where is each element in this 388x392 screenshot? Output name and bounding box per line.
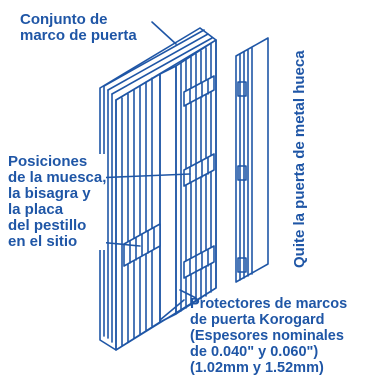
notch-hinge-top — [183, 75, 215, 107]
protectors-line-4: de 0.040" y 0.060") — [190, 344, 319, 360]
protectors-line-1: Protectores de marcos — [190, 296, 348, 312]
frame-assembly-line-2: marco de puerta — [20, 27, 137, 44]
leader-frame — [151, 21, 177, 45]
protectors-line-3: (Espesores nominales — [190, 328, 344, 344]
notch-line-5: del pestillo — [8, 217, 87, 234]
left-jamb — [115, 65, 177, 351]
notch-line-2: de la muesca, — [8, 169, 107, 186]
protectors-line-5: (1.02mm y 1.52mm) — [190, 360, 324, 376]
notch-line-4: la placa — [8, 201, 64, 218]
protectors-line-2: de puerta Korogard — [190, 312, 325, 328]
notch-line-6: en el sitio — [8, 233, 78, 250]
leader-protector — [179, 289, 197, 299]
notch-line-1: Posiciones — [8, 153, 88, 170]
frame-assembly-label: Conjunto de marco de puerta — [20, 12, 137, 44]
frame-assembly-line-1: Conjunto de — [20, 11, 108, 28]
notch-strike-plate — [123, 223, 161, 267]
notch-positions-label: Posiciones de la muesca, la bisagra y la… — [8, 153, 107, 250]
notch-hinge-middle — [183, 153, 215, 187]
leader-protector-2 — [159, 299, 185, 321]
leader-notch-top — [93, 173, 191, 179]
notch-line-3: la bisagra y — [8, 185, 91, 202]
notch-hinge-bottom — [183, 245, 215, 279]
hollow-metal-door — [235, 37, 269, 283]
remove-door-label: Quite la puerta de metal hueca — [291, 50, 308, 268]
protectors-label: Protectores de marcos de puerta Korogard… — [190, 296, 347, 376]
